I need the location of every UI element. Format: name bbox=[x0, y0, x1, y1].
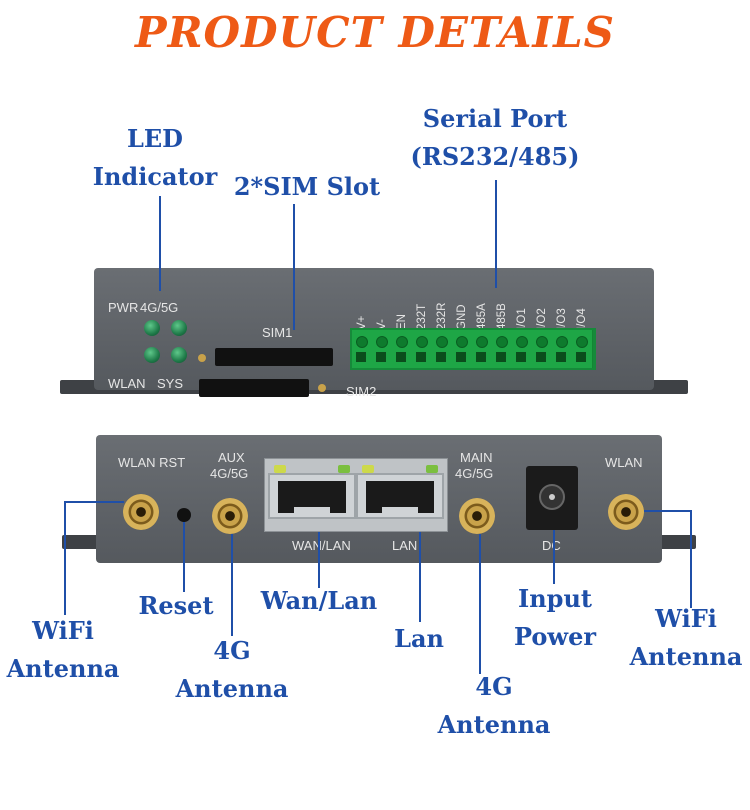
wifi-right-line-v bbox=[690, 510, 692, 608]
serial-port-line bbox=[495, 180, 497, 288]
sim1-label: SIM1 bbox=[262, 325, 293, 340]
terminal-screw bbox=[452, 330, 473, 368]
led-indicator-line bbox=[159, 196, 161, 291]
pin-label: 485A bbox=[476, 303, 488, 330]
reset-callout: Reset bbox=[138, 591, 214, 620]
pin-label: I/O4 bbox=[576, 308, 588, 330]
net-label: 4G/5G bbox=[140, 300, 179, 315]
sys-led bbox=[171, 347, 187, 363]
terminal-screw bbox=[352, 330, 373, 368]
pin-label: GND bbox=[456, 304, 468, 330]
aux-4g-line bbox=[231, 534, 233, 636]
aux-antenna-connector bbox=[212, 498, 248, 534]
sim2-label: SIM2 bbox=[346, 384, 377, 399]
wifi-antenna-connector-left bbox=[123, 494, 159, 530]
terminal-screw bbox=[492, 330, 513, 368]
dc-label: DC bbox=[542, 538, 561, 553]
aux-band-label: 4G/5G bbox=[210, 466, 249, 481]
terminal-screw bbox=[372, 330, 393, 368]
main-4g-line bbox=[479, 534, 481, 674]
wan-lan-callout: Wan/Lan bbox=[260, 586, 378, 615]
pin-label: I/O3 bbox=[556, 308, 568, 330]
pin-label: 232T bbox=[416, 303, 428, 330]
wlan-rst-label: WLAN RST bbox=[118, 455, 186, 470]
terminal-screw bbox=[572, 330, 593, 368]
wlan-back-label: WLAN bbox=[605, 455, 643, 470]
net-led bbox=[171, 320, 187, 336]
wan-lan-port bbox=[268, 465, 356, 519]
serial-port-callout: Serial Port(RS232/485) bbox=[410, 104, 580, 171]
sim-slot-line bbox=[293, 204, 295, 330]
terminal-screw bbox=[432, 330, 453, 368]
reset-line bbox=[183, 522, 185, 592]
terminal-screw bbox=[512, 330, 533, 368]
sim1-slot bbox=[215, 348, 333, 366]
lan-port-label: LAN bbox=[392, 538, 418, 553]
lan-line bbox=[419, 532, 421, 622]
main-band-label: 4G/5G bbox=[455, 466, 494, 481]
sim2-slot bbox=[199, 379, 309, 397]
lan-port bbox=[356, 465, 444, 519]
main-label: MAIN bbox=[460, 450, 493, 465]
pwr-label: PWR bbox=[108, 300, 139, 315]
dc-power-jack bbox=[526, 466, 578, 530]
sim-slot-callout: 2*SIM Slot bbox=[233, 172, 381, 201]
terminal-screw bbox=[392, 330, 413, 368]
main-antenna-connector bbox=[459, 498, 495, 534]
aux-label: AUX bbox=[218, 450, 245, 465]
pin-label: I/O1 bbox=[516, 308, 528, 330]
wlan-label: WLAN bbox=[108, 376, 146, 391]
lan-callout: Lan bbox=[394, 624, 444, 653]
sim2-eject-hole bbox=[318, 384, 326, 392]
terminal-screw bbox=[552, 330, 573, 368]
terminal-screw bbox=[412, 330, 433, 368]
wifi-left-line-v bbox=[64, 501, 66, 615]
terminal-screw bbox=[472, 330, 493, 368]
sys-label: SYS bbox=[157, 376, 184, 391]
page-title: PRODUCT DETAILS bbox=[135, 8, 615, 57]
wifi-left-line-h bbox=[64, 501, 124, 503]
terminal-screw bbox=[532, 330, 553, 368]
pin-label: V- bbox=[376, 319, 388, 330]
reset-button bbox=[177, 508, 191, 522]
wan-lan-line bbox=[318, 532, 320, 588]
wlan-led bbox=[144, 347, 160, 363]
pwr-led bbox=[144, 320, 160, 336]
wifi-right-line-h bbox=[644, 510, 692, 512]
pin-label: EN bbox=[396, 314, 408, 330]
pin-label: V+ bbox=[356, 315, 368, 330]
sim1-eject-hole bbox=[198, 354, 206, 362]
pin-label: 485B bbox=[496, 303, 508, 330]
pin-label: 232R bbox=[436, 302, 448, 331]
wifi-antenna-connector-right bbox=[608, 494, 644, 530]
wan-lan-port-label: WAN/LAN bbox=[292, 538, 351, 553]
input-power-line bbox=[553, 530, 555, 584]
pin-label: I/O2 bbox=[536, 308, 548, 330]
